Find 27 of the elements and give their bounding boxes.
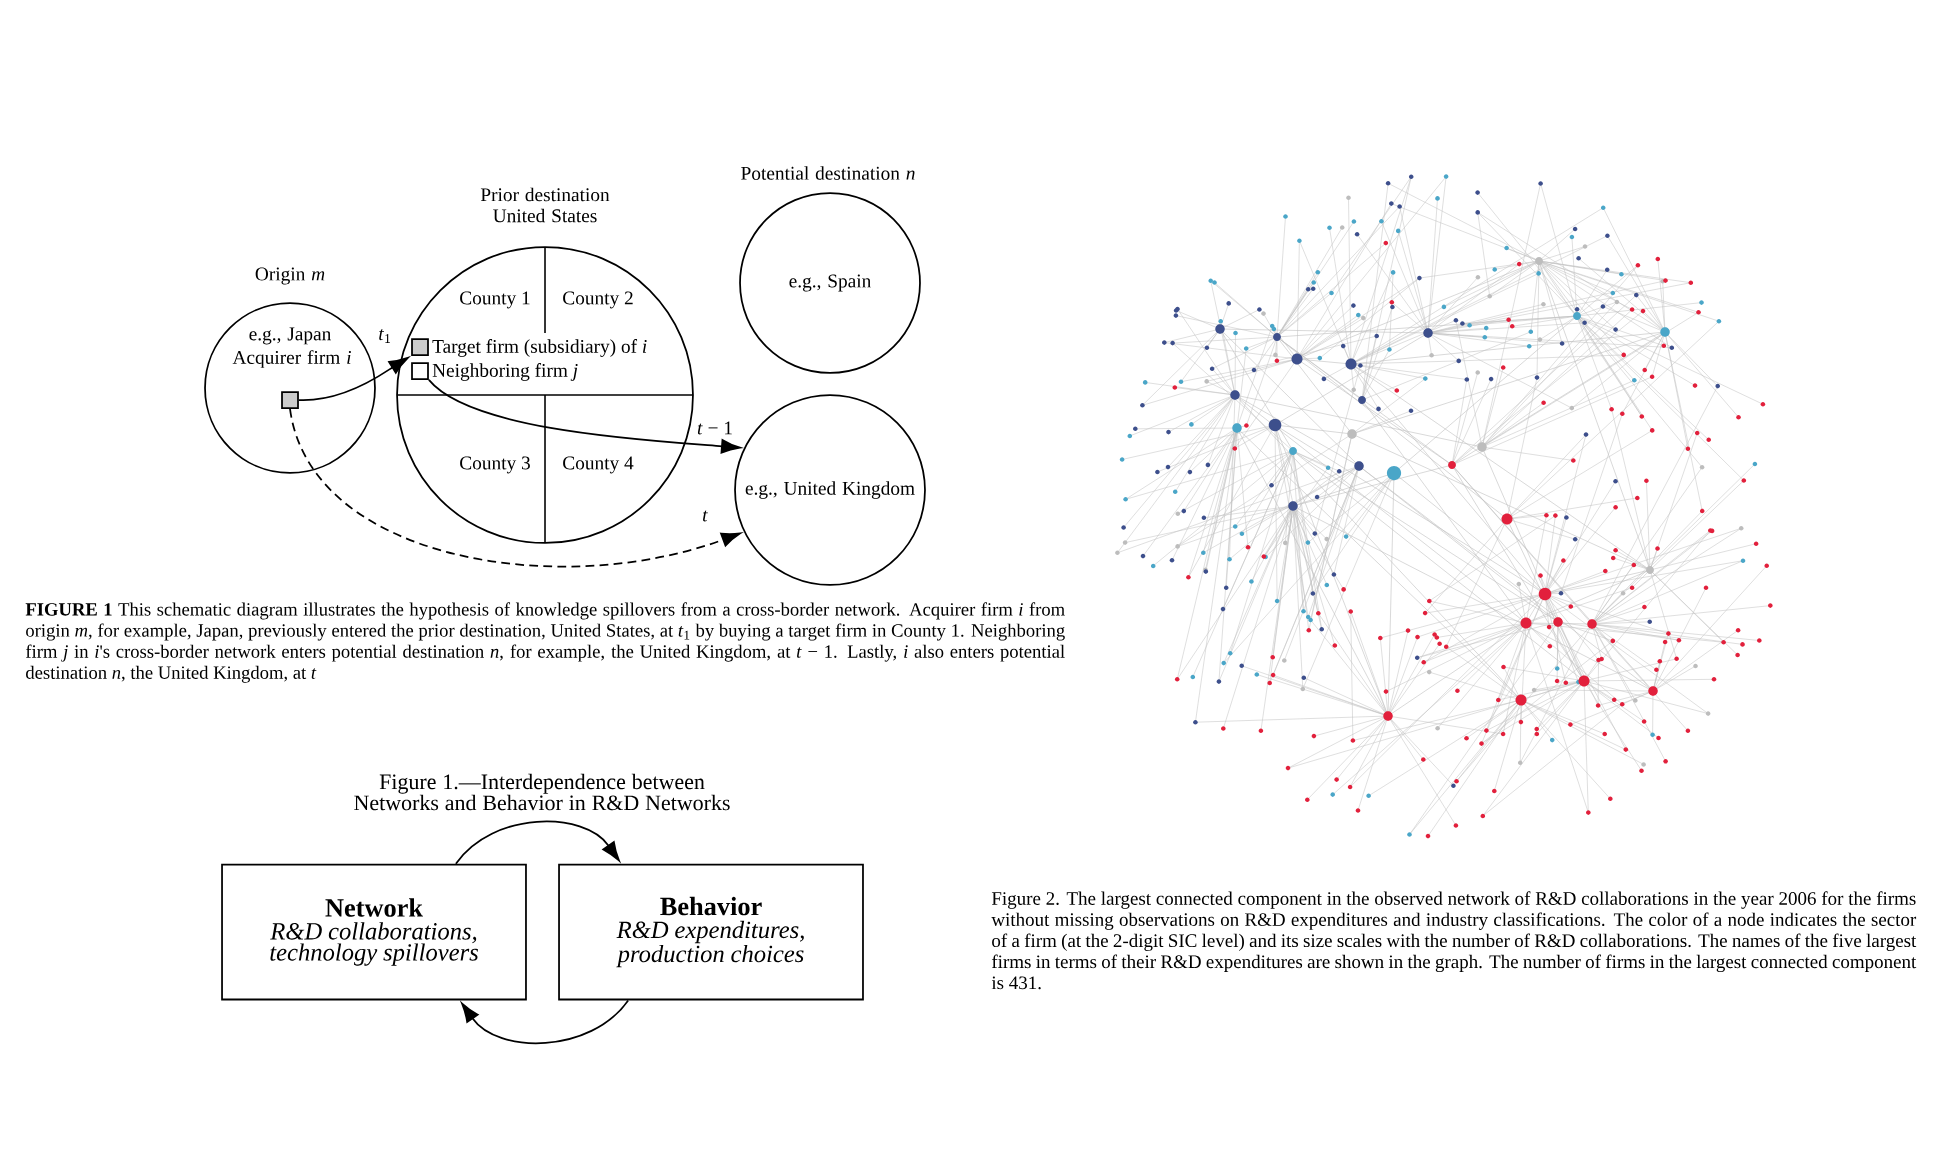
circle-label: e.g., United Kingdom: [745, 481, 915, 499]
text-box: Network R&D collaborations, technology spillovers: [221, 863, 527, 1001]
quadrant-label: County 1: [460, 291, 530, 309]
figure-title: Figure 1.—Interdependence between Networks and Behavior in R&D Networks: [354, 773, 730, 811]
arrow: [289, 408, 742, 568]
quadrant-label: County 3: [460, 456, 530, 474]
arrow: [461, 999, 629, 1045]
firm-label: Neighboring firmj: [432, 363, 578, 381]
edge-label: t$_{1}$: [375, 326, 395, 346]
text-box: Behavior R&D expenditures, production choices: [558, 863, 864, 1001]
edge-label: t: [699, 507, 711, 525]
circle-heading: Origin m: [255, 267, 325, 285]
quadrant-label: County 4: [563, 456, 634, 474]
arrow: [428, 379, 741, 454]
edge-label: t − 1: [694, 418, 736, 438]
circle-label: e.g., Spain: [789, 274, 871, 292]
marker-square: [281, 391, 299, 409]
quadrant-label: County 2: [563, 291, 633, 309]
figure-caption: Figure 2. The largest connected component in the observed network of R&D collaborations in the year 2006 for the firms without missing observations on R&D expenditures and industry classifications. The color of a node indicates the sector of a firm (at the 2-digit SIC level) and its size scales with the number of R&D collaborations. The names of the five largest firms in terms of their R&D expenditures are shown in the graph. The number of firms in the largest connected component is 431.: [991, 891, 1917, 990]
circle-heading: Prior destination United States: [480, 187, 610, 223]
circle-label: e.g., Japan: [249, 327, 331, 345]
arrow: [298, 357, 409, 401]
figure-caption: FIGURE 1 This schematic diagram illustrates the hypothesis of knowledge spillovers from a cross-border network. Acquirer firm i from origin m, for example, Japan, previously entered the prior destination, United States, at t$_{1}$ by buying a target firm in County 1. Neighboring firm j in i's cross-border network enters potential destination n, for example, the United Kingdom, at t − 1. Lastly, i also enters potential destination n, the United Kingdom, at t: [25, 602, 1065, 683]
circle-label: Acquirer firm i: [232, 350, 351, 368]
circle-heading: Potential destination n: [741, 166, 915, 180]
arrow: [455, 820, 620, 865]
firm-label: Target firm (subsidiary) of i: [432, 339, 647, 357]
